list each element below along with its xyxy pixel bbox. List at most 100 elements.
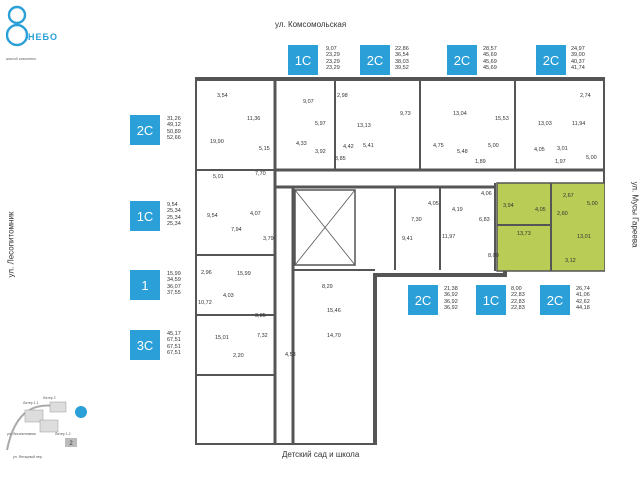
street-bottom: Детский сад и школа xyxy=(282,450,360,459)
svg-text:5,00: 5,00 xyxy=(488,143,499,149)
svg-text:2,98: 2,98 xyxy=(337,93,348,99)
svg-text:5,00: 5,00 xyxy=(586,155,597,161)
svg-text:8,29: 8,29 xyxy=(322,284,333,290)
svg-text:11,97: 11,97 xyxy=(442,234,455,240)
svg-text:4,06: 4,06 xyxy=(481,191,492,197)
svg-text:2,60: 2,60 xyxy=(557,211,568,217)
svg-text:3,01: 3,01 xyxy=(557,146,568,152)
svg-text:1,97: 1,97 xyxy=(555,159,566,165)
svg-text:5,41: 5,41 xyxy=(363,143,374,149)
svg-text:3,85: 3,85 xyxy=(255,313,266,319)
svg-text:3,79: 3,79 xyxy=(263,236,274,242)
svg-text:19,90: 19,90 xyxy=(210,139,224,145)
brand-name: НЕБО xyxy=(28,32,58,42)
unit-badge-10[interactable]: 1С xyxy=(476,285,506,315)
map-badge xyxy=(65,438,77,447)
svg-text:1,89: 1,89 xyxy=(475,159,486,165)
svg-text:2: 2 xyxy=(69,441,73,447)
svg-text:5,00: 5,00 xyxy=(587,201,598,207)
svg-text:4,03: 4,03 xyxy=(223,293,234,299)
svg-text:4,19: 4,19 xyxy=(452,207,463,213)
svg-text:7,70: 7,70 xyxy=(255,171,266,177)
svg-text:3,54: 3,54 xyxy=(217,93,228,99)
svg-text:3,12: 3,12 xyxy=(565,258,576,264)
unit-badge-11[interactable]: 2С xyxy=(540,285,570,315)
svg-text:14,70: 14,70 xyxy=(327,333,341,339)
site-map: 2 Литер 1.1 Литер 1.2 Литер 2 ул. Лесопи… xyxy=(6,396,87,459)
svg-text:3,85: 3,85 xyxy=(335,156,346,162)
svg-text:4,53: 4,53 xyxy=(285,352,296,358)
svg-text:2,74: 2,74 xyxy=(580,93,591,99)
unit-badge-4[interactable]: 2С xyxy=(536,45,566,75)
svg-text:2,20: 2,20 xyxy=(233,353,244,359)
svg-text:5,97: 5,97 xyxy=(315,121,326,127)
svg-text:3,92: 3,92 xyxy=(315,149,326,155)
svg-text:2,67: 2,67 xyxy=(563,193,574,199)
elevator-block xyxy=(294,189,356,266)
svg-text:15,99: 15,99 xyxy=(237,271,251,277)
brand-logo-icon xyxy=(6,5,28,47)
svg-text:4,33: 4,33 xyxy=(296,141,307,147)
svg-text:ул. Лесопитомник: ул. Лесопитомник xyxy=(7,432,36,436)
unit-badge-9[interactable]: 2С xyxy=(408,285,438,315)
svg-text:9,73: 9,73 xyxy=(400,111,411,117)
street-left: ул. Лесопитомник xyxy=(6,211,16,278)
svg-text:4,75: 4,75 xyxy=(433,143,444,149)
unit-badge-5[interactable]: 2С xyxy=(130,115,160,145)
svg-text:Литер 1.2: Литер 1.2 xyxy=(55,432,71,436)
svg-text:13,13: 13,13 xyxy=(357,123,371,129)
floor-plan: 3,54 11,36 9,07 5,97 2,98 9,73 13,13 13,… xyxy=(195,77,605,445)
svg-text:2,96: 2,96 xyxy=(201,270,212,276)
svg-text:7,32: 7,32 xyxy=(257,333,268,339)
svg-text:13,73: 13,73 xyxy=(517,231,531,237)
street-top: ул. Комсомольская xyxy=(275,20,347,29)
svg-text:15,46: 15,46 xyxy=(327,308,341,314)
svg-text:8,00: 8,00 xyxy=(488,253,499,259)
unit-badge-3[interactable]: 2С xyxy=(447,45,477,75)
svg-text:4,05: 4,05 xyxy=(428,201,439,207)
svg-text:ул. Янтарный пер.: ул. Янтарный пер. xyxy=(13,455,43,459)
svg-text:15,53: 15,53 xyxy=(495,116,509,122)
brand-subtitle: жилой комплекс xyxy=(6,56,37,61)
svg-text:13,01: 13,01 xyxy=(577,234,591,240)
unit-badge-2[interactable]: 2С xyxy=(360,45,390,75)
unit-badge-8[interactable]: 3С xyxy=(130,330,160,360)
svg-text:4,07: 4,07 xyxy=(250,211,261,217)
svg-text:9,07: 9,07 xyxy=(303,99,314,105)
unit-badge-7[interactable]: 1 xyxy=(130,270,160,300)
svg-text:11,36: 11,36 xyxy=(247,116,260,122)
svg-text:4,42: 4,42 xyxy=(343,144,354,150)
unit-badge-1[interactable]: 1С xyxy=(288,45,318,75)
svg-text:6,83: 6,83 xyxy=(479,217,490,223)
svg-text:Литер 2: Литер 2 xyxy=(43,396,56,400)
svg-text:5,01: 5,01 xyxy=(213,174,224,180)
svg-text:3,94: 3,94 xyxy=(503,203,514,209)
svg-text:5,48: 5,48 xyxy=(457,149,468,155)
svg-text:Литер 1.1: Литер 1.1 xyxy=(23,401,39,405)
svg-text:13,04: 13,04 xyxy=(453,111,467,117)
svg-text:4,05: 4,05 xyxy=(534,147,545,153)
svg-text:9,41: 9,41 xyxy=(402,236,413,242)
svg-text:11,94: 11,94 xyxy=(572,121,585,127)
svg-text:10,72: 10,72 xyxy=(198,300,212,306)
svg-text:15,01: 15,01 xyxy=(215,335,229,341)
svg-text:9,54: 9,54 xyxy=(207,213,218,219)
svg-text:5,15: 5,15 xyxy=(259,146,270,152)
svg-text:13,03: 13,03 xyxy=(538,121,552,127)
unit-badge-6[interactable]: 1С xyxy=(130,201,160,231)
svg-text:7,94: 7,94 xyxy=(231,227,242,233)
svg-text:7,30: 7,30 xyxy=(411,217,422,223)
street-right: ул. Мусы Гареева xyxy=(630,181,640,248)
svg-text:4,05: 4,05 xyxy=(535,207,546,213)
